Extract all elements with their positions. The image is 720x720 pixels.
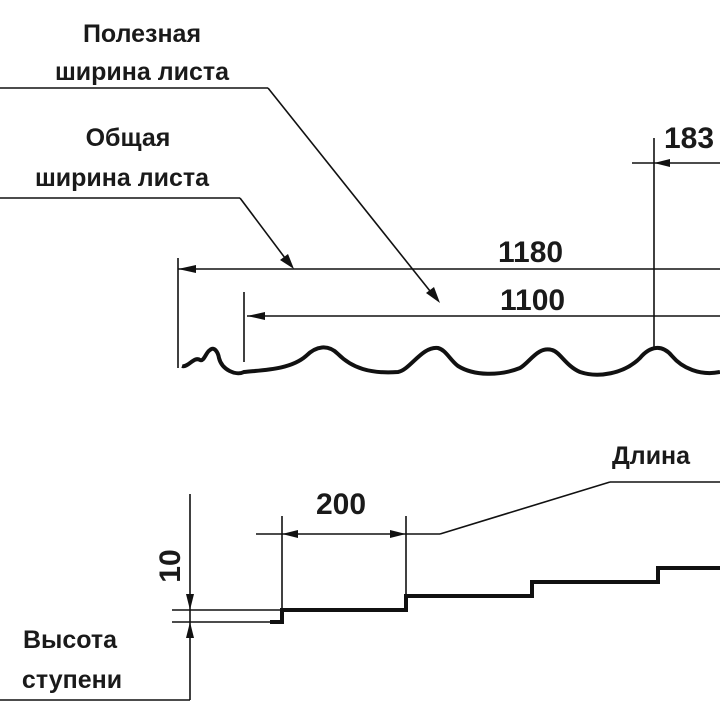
total-width-leader <box>239 197 289 263</box>
total-width-leader-arrowhead <box>280 254 294 269</box>
step-length-value: 200 <box>316 488 366 521</box>
total-width-arrowhead <box>178 265 196 273</box>
step-height-value: 10 <box>154 549 187 582</box>
useful-width-label-line1: Полезная <box>83 20 201 48</box>
total-width-value: 1180 <box>498 236 563 269</box>
step-height-arrowhead-bottom <box>186 622 194 638</box>
length-leader <box>439 481 611 535</box>
step-height-arrowhead-top <box>186 594 194 610</box>
step-height-label-line1: Высота <box>23 626 118 654</box>
sheet-wave-profile <box>181 345 720 377</box>
pitch-value: 183 <box>664 122 714 155</box>
useful-width-leader <box>267 87 435 297</box>
step-length-arrowhead-left <box>282 530 298 538</box>
useful-width-arrowhead <box>247 312 265 320</box>
useful-width-label-line2: ширина листа <box>55 58 230 86</box>
pitch-arrowhead <box>654 159 670 167</box>
total-width-label-line1: Общая <box>86 124 171 152</box>
useful-width-value: 1100 <box>500 284 565 317</box>
total-width-label-line2: ширина листа <box>35 164 210 192</box>
sheet-step-profile <box>270 566 720 624</box>
step-length-arrowhead-right <box>390 530 406 538</box>
length-label: Длина <box>612 442 691 470</box>
step-height-label-line2: ступени <box>22 666 122 694</box>
useful-width-leader-arrowhead <box>426 287 440 303</box>
